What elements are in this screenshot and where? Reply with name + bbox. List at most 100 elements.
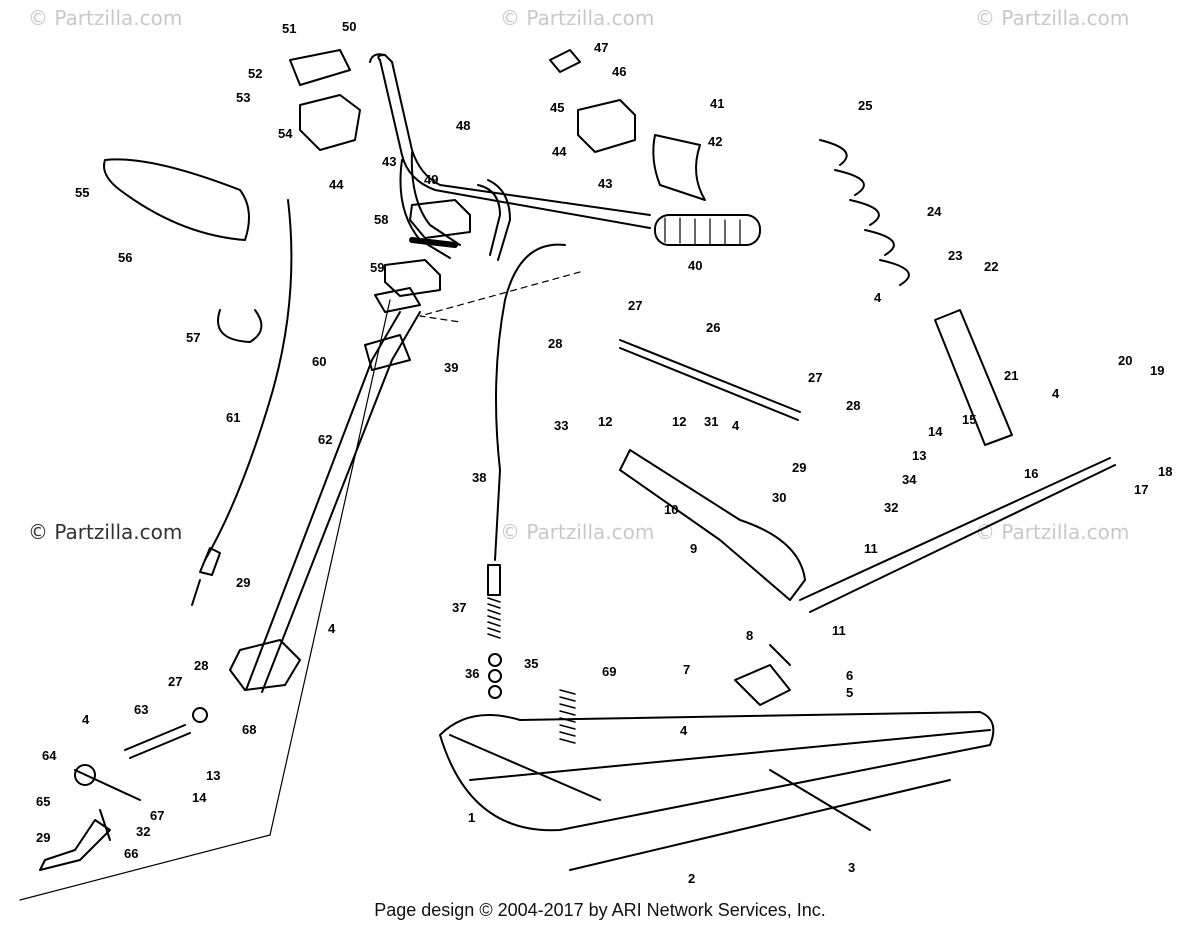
handlebar-pad: [103, 158, 250, 241]
callout-20: 20: [1118, 353, 1132, 368]
callout-60: 60: [312, 354, 326, 369]
footer-credit: Page design © 2004-2017 by ARI Network S…: [374, 900, 826, 920]
wear-bar: [569, 779, 951, 871]
callout-9: 9: [690, 541, 697, 556]
callout-4: 4: [732, 418, 740, 433]
callout-4: 4: [680, 723, 688, 738]
callout-29: 29: [36, 830, 50, 845]
spindle-tube: [799, 457, 1116, 613]
callout-27: 27: [168, 674, 182, 689]
callout-28: 28: [194, 658, 208, 673]
callout-54: 54: [278, 126, 293, 141]
callout-66: 66: [124, 846, 138, 861]
handlebar-clamp: [409, 199, 471, 239]
callout-57: 57: [186, 330, 200, 345]
tie-rod-lower: [124, 724, 191, 759]
callout-43: 43: [382, 154, 396, 169]
callout-59: 59: [370, 260, 384, 275]
callout-53: 53: [236, 90, 250, 105]
callout-11: 11: [864, 541, 878, 556]
spindle-arm: [619, 449, 806, 601]
callout-15: 15: [962, 412, 976, 427]
callout-49: 49: [424, 172, 438, 187]
handlebar: [377, 54, 651, 216]
callout-8: 8: [746, 628, 753, 643]
switch-housing: [289, 49, 351, 86]
watermark: © Partzilla.com: [975, 6, 1130, 30]
callout-19: 19: [1150, 363, 1164, 378]
callout-3: 3: [848, 860, 855, 875]
callout-29: 29: [792, 460, 806, 475]
brake-lever: [652, 134, 706, 201]
brake-cable: [204, 199, 293, 561]
tie-rod: [619, 339, 801, 421]
callout-12: 12: [672, 414, 686, 429]
callout-24: 24: [927, 204, 942, 219]
callout-21: 21: [1004, 368, 1018, 383]
callout-41: 41: [710, 96, 724, 111]
hose-clip: [217, 309, 263, 343]
callout-13: 13: [206, 768, 220, 783]
callout-29: 29: [236, 575, 250, 590]
callout-38: 38: [472, 470, 486, 485]
watermark: © Partzilla.com: [500, 520, 655, 544]
callout-4: 4: [82, 712, 90, 727]
callout-7: 7: [683, 662, 690, 677]
steering-post: [245, 311, 421, 693]
callout-69: 69: [602, 664, 616, 679]
spindle: [734, 664, 791, 706]
spring: [559, 689, 576, 744]
callout-30: 30: [772, 490, 786, 505]
post-lower-bracket: [229, 639, 301, 691]
callout-37: 37: [452, 600, 466, 615]
callout-46: 46: [612, 64, 626, 79]
steering-bracket: [384, 259, 441, 297]
callout-40: 40: [688, 258, 702, 273]
callout-27: 27: [808, 370, 822, 385]
callout-28: 28: [548, 336, 562, 351]
watermark: © Partzilla.com: [28, 6, 183, 30]
callout-12: 12: [598, 414, 612, 429]
callout-58: 58: [374, 212, 388, 227]
callout-39: 39: [444, 360, 458, 375]
callout-45: 45: [550, 100, 564, 115]
callout-51: 51: [282, 21, 296, 36]
callout-14: 14: [928, 424, 943, 439]
callout-6: 6: [846, 668, 853, 683]
callout-22: 22: [984, 259, 998, 274]
callout-34: 34: [902, 472, 917, 487]
callout-4: 4: [1052, 386, 1060, 401]
callout-1: 1: [468, 810, 475, 825]
callout-67: 67: [150, 808, 164, 823]
callout-32: 32: [136, 824, 150, 839]
callout-55: 55: [75, 185, 89, 200]
callout-42: 42: [708, 134, 722, 149]
callout-43: 43: [598, 176, 612, 191]
callout-18: 18: [1158, 464, 1172, 479]
callout-56: 56: [118, 250, 132, 265]
callout-2: 2: [688, 871, 695, 886]
callout-28: 28: [846, 398, 860, 413]
callout-5: 5: [846, 685, 853, 700]
callout-25: 25: [858, 98, 872, 113]
callout-23: 23: [948, 248, 962, 263]
callout-33: 33: [554, 418, 568, 433]
callout-32: 32: [884, 500, 898, 515]
callout-4: 4: [874, 290, 882, 305]
callout-31: 31: [704, 414, 718, 429]
ski: [439, 711, 995, 832]
callout-68: 68: [242, 722, 256, 737]
callout-36: 36: [465, 666, 479, 681]
callout-26: 26: [706, 320, 720, 335]
callout-4: 4: [328, 621, 336, 636]
cable-spring: [487, 597, 501, 639]
callout-35: 35: [524, 656, 538, 671]
callout-44: 44: [329, 177, 344, 192]
handlebar-right-bend: [477, 184, 501, 256]
callout-50: 50: [342, 19, 356, 34]
callout-13: 13: [912, 448, 926, 463]
steering-arm: [39, 819, 111, 871]
callout-61: 61: [226, 410, 240, 425]
